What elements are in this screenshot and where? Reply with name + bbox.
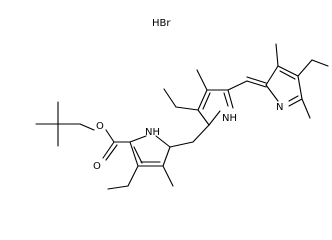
methyl-group-left-ring <box>162 165 174 187</box>
pyrrolenine-ring-right <box>265 65 303 107</box>
methyl-group-right-ring-bottom <box>301 98 311 119</box>
pyrrole-ring-middle <box>197 89 234 126</box>
ester-group <box>102 129 131 161</box>
methylene-bridge <box>169 124 210 148</box>
ethyl-group-middle-ring <box>163 88 199 111</box>
methine-bridge <box>227 76 267 91</box>
tert-butyl-group <box>35 101 95 147</box>
pyrrole-nh-right-label: NH <box>222 113 237 124</box>
ester-oxygen-label: O <box>96 121 104 132</box>
hbr-label: HBr <box>152 18 171 29</box>
ethyl-group-left-ring <box>107 165 139 190</box>
pyrrole-nh-left-label: NH <box>145 127 160 138</box>
chemical-structure: HBr O O NH <box>35 18 329 190</box>
pyrrole-ring-left <box>129 135 171 167</box>
imine-nitrogen-label: N <box>276 102 283 113</box>
ethyl-group-right-ring <box>297 59 329 77</box>
methyl-group-right-ring-top <box>275 43 279 67</box>
carbonyl-oxygen-label: O <box>93 161 101 172</box>
methyl-group-middle-ring <box>196 69 208 91</box>
